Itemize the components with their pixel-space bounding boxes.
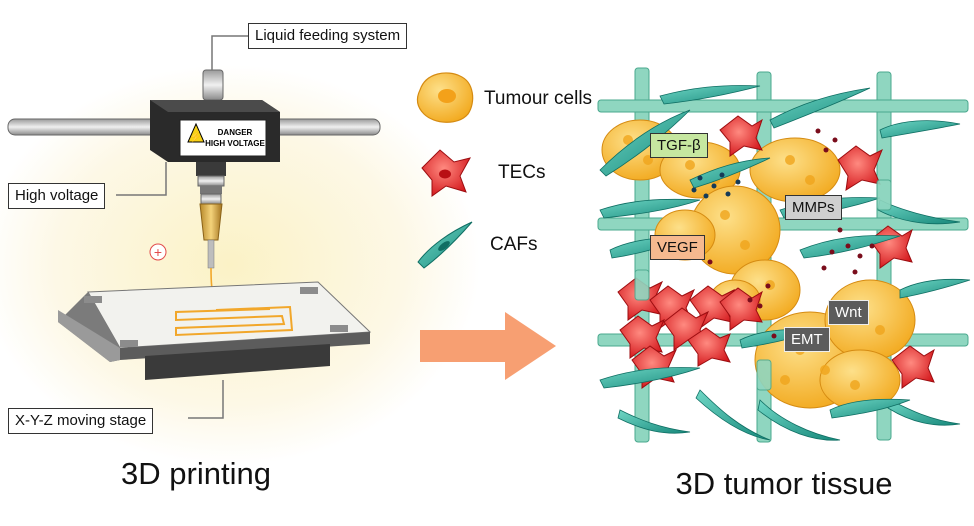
mmps-tag: MMPs (785, 195, 842, 220)
warning-icon (187, 122, 205, 143)
high-voltage-label: High voltage (8, 183, 106, 209)
emt-tag: EMT (784, 327, 830, 352)
wnt-tag: Wnt (828, 300, 869, 325)
svg-text:⚡: ⚡ (190, 130, 202, 143)
printer-glow (0, 65, 480, 465)
legend-tumour-cell-icon (416, 72, 474, 123)
process-arrow (420, 312, 556, 380)
warning-text-1: DANGER (218, 128, 253, 137)
printing-caption: 3D printing (121, 456, 271, 491)
legend-tecs-label: TECs (498, 162, 546, 183)
electrospinning-printer: ⚡ DANGER HIGH VOLTAGE + − (7, 35, 381, 419)
legend-caf-icon (417, 221, 473, 269)
moving-stage-label: X-Y-Z moving stage (8, 408, 154, 434)
vegf-tag: VEGF (650, 235, 705, 260)
plus-symbol: + (154, 244, 162, 260)
warning-text-2: HIGH VOLTAGE (205, 139, 265, 148)
positive-electrode-icon (149, 243, 167, 261)
legend-cafs-label: CAFs (490, 234, 538, 255)
legend-tumour-label: Tumour cells (484, 88, 593, 109)
tgf-beta-tag: TGF-β (650, 133, 708, 158)
liquid-feeding-label: Liquid feeding system (248, 23, 408, 49)
tumor-tissue-illustration (597, 67, 971, 443)
legend-tec-icon (421, 149, 471, 197)
tissue-caption: 3D tumor tissue (675, 466, 892, 501)
